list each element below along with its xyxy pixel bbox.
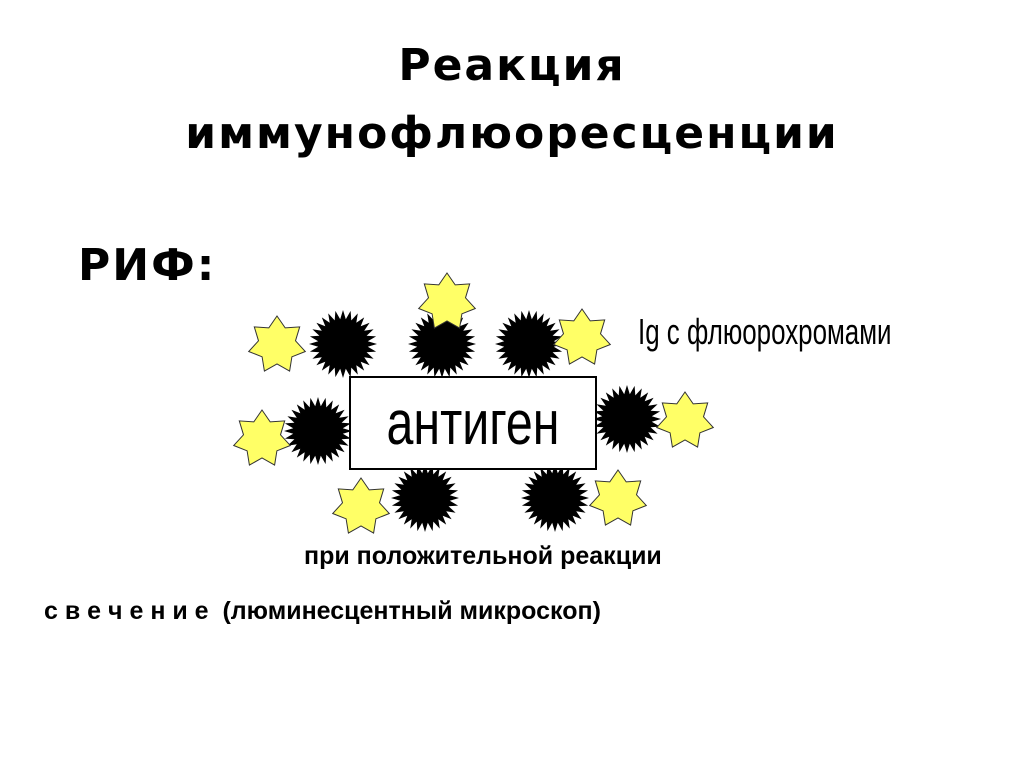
glow-note: с в е ч е н и е (люминесцентный микроско… [44, 597, 601, 625]
fluorochrome-star-3 [247, 315, 307, 372]
title-line-1: Реакция [398, 40, 626, 91]
antibody-starburst-3 [495, 310, 563, 378]
antigen-label: антиген [387, 388, 560, 457]
immunoglobulin-label: Ig с флюорохромами [638, 312, 892, 352]
antibody-group [284, 310, 661, 532]
antibody-starburst-4 [284, 397, 352, 465]
fluorochrome-group [232, 272, 715, 534]
antibody-starburst-5 [593, 385, 661, 453]
positive-reaction-note: при положительной реакции [304, 542, 662, 570]
fluorochrome-star-2 [552, 308, 612, 365]
antibody-starburst-7 [521, 464, 589, 532]
fluorochrome-star-4 [655, 391, 715, 448]
fluorochrome-star-7 [331, 477, 391, 534]
rif-abbreviation: РИФ: [78, 240, 217, 291]
antibody-starburst-1 [309, 310, 377, 378]
title-line-2: иммунофлюоресценции [185, 108, 839, 159]
fluorochrome-star-6 [588, 469, 648, 526]
antigen-box [349, 376, 597, 470]
antibody-starburst-6 [391, 464, 459, 532]
fluorochrome-star-5 [232, 409, 292, 466]
fluorochrome-star-1 [417, 272, 477, 329]
